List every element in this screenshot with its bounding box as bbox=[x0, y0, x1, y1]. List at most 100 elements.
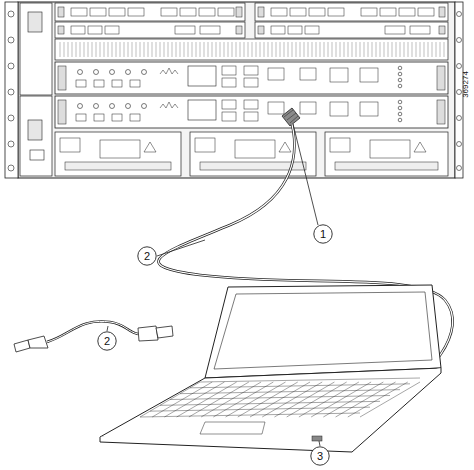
rack-hole bbox=[8, 141, 14, 147]
vent-slot bbox=[164, 42, 165, 57]
vent-slot bbox=[388, 42, 389, 57]
vent-slot bbox=[288, 42, 289, 57]
vent-slot bbox=[300, 42, 301, 57]
key-column bbox=[323, 382, 383, 417]
vent-slot bbox=[428, 42, 429, 57]
usb-console-connector bbox=[282, 108, 300, 126]
mgmt-port bbox=[268, 68, 284, 80]
vent-slot bbox=[396, 42, 397, 57]
sfp-port bbox=[128, 8, 144, 16]
led bbox=[78, 70, 83, 75]
led-block bbox=[94, 80, 104, 87]
sfp-port bbox=[271, 26, 285, 34]
cable-outer bbox=[47, 321, 138, 342]
fan-handle bbox=[28, 12, 42, 32]
vent-slot bbox=[292, 42, 293, 57]
key-column bbox=[177, 382, 237, 417]
module-latch bbox=[236, 26, 242, 34]
interface-module bbox=[255, 22, 448, 38]
rack-hole bbox=[457, 166, 462, 171]
led bbox=[94, 70, 99, 75]
rack-hole bbox=[457, 64, 462, 69]
usb-connector-housing bbox=[28, 336, 48, 348]
vent-slot bbox=[340, 42, 341, 57]
key-column bbox=[250, 382, 310, 417]
vent-slot bbox=[344, 42, 345, 57]
led bbox=[398, 72, 402, 76]
vent-slot bbox=[192, 42, 193, 57]
module-latch bbox=[58, 100, 66, 124]
led bbox=[398, 84, 402, 88]
interface-module bbox=[55, 3, 245, 21]
status-led-block bbox=[175, 26, 195, 34]
vent-slot bbox=[352, 42, 353, 57]
key-row bbox=[200, 378, 420, 382]
key-column bbox=[140, 382, 200, 417]
warning-symbol bbox=[279, 142, 291, 152]
led bbox=[398, 106, 402, 110]
vent-slot bbox=[64, 42, 65, 57]
leader-line bbox=[319, 441, 320, 446]
key-column bbox=[287, 382, 347, 417]
vent-slot bbox=[80, 42, 81, 57]
key-column bbox=[360, 382, 420, 417]
vent-slot bbox=[188, 42, 189, 57]
sfp-port bbox=[90, 8, 106, 16]
mgmt-port bbox=[268, 102, 284, 114]
power-supply bbox=[325, 132, 448, 176]
fan-handle bbox=[28, 120, 42, 140]
sfp-port bbox=[180, 8, 196, 16]
vent-slot bbox=[100, 42, 101, 57]
vent-slot bbox=[420, 42, 421, 57]
vent-slot bbox=[348, 42, 349, 57]
vent-slot bbox=[160, 42, 161, 57]
rack-hole bbox=[8, 63, 14, 69]
sfp-port bbox=[290, 8, 306, 16]
vent-slot bbox=[208, 42, 209, 57]
vendor-logo bbox=[160, 102, 178, 108]
laptop-lid bbox=[205, 285, 441, 378]
vent-slot bbox=[268, 42, 269, 57]
vent-slot bbox=[272, 42, 273, 57]
vent-slot bbox=[108, 42, 109, 57]
rack-hole bbox=[457, 12, 462, 17]
power-supply bbox=[55, 132, 181, 176]
module-latch bbox=[236, 7, 242, 17]
vent-slot bbox=[384, 42, 385, 57]
leader-line bbox=[157, 240, 205, 256]
usb-port bbox=[244, 66, 258, 75]
usb-port bbox=[244, 112, 258, 121]
rack-ear bbox=[5, 2, 18, 178]
led bbox=[78, 104, 83, 109]
laptop-base-edge bbox=[100, 368, 441, 452]
callout-number: 3 bbox=[310, 446, 330, 466]
leader-line bbox=[293, 124, 318, 225]
vent-slot bbox=[128, 42, 129, 57]
interface-module bbox=[255, 3, 448, 21]
connector-hatch bbox=[284, 110, 298, 123]
callout-circle: 2 bbox=[137, 246, 157, 266]
sfp-port bbox=[105, 26, 119, 34]
vent-slot bbox=[224, 42, 225, 57]
key-column bbox=[274, 382, 334, 417]
vent-slot bbox=[76, 42, 77, 57]
chassis-body bbox=[18, 2, 455, 178]
timing-port bbox=[330, 102, 348, 116]
vent-slot bbox=[176, 42, 177, 57]
sfp-port bbox=[161, 8, 177, 16]
vent-slot bbox=[240, 42, 241, 57]
key-column bbox=[348, 382, 408, 417]
vent-slot bbox=[260, 42, 261, 57]
sfp-port bbox=[380, 8, 396, 16]
vent-slot bbox=[412, 42, 413, 57]
rack-hole bbox=[457, 90, 462, 95]
callout-circle: 1 bbox=[313, 224, 333, 244]
vent-slot bbox=[72, 42, 73, 57]
vent-slot bbox=[220, 42, 221, 57]
usb-a-plug bbox=[14, 340, 30, 352]
warning-symbol bbox=[414, 142, 426, 152]
vent-slot bbox=[184, 42, 185, 57]
vent-slot bbox=[152, 42, 153, 57]
led bbox=[110, 104, 115, 109]
